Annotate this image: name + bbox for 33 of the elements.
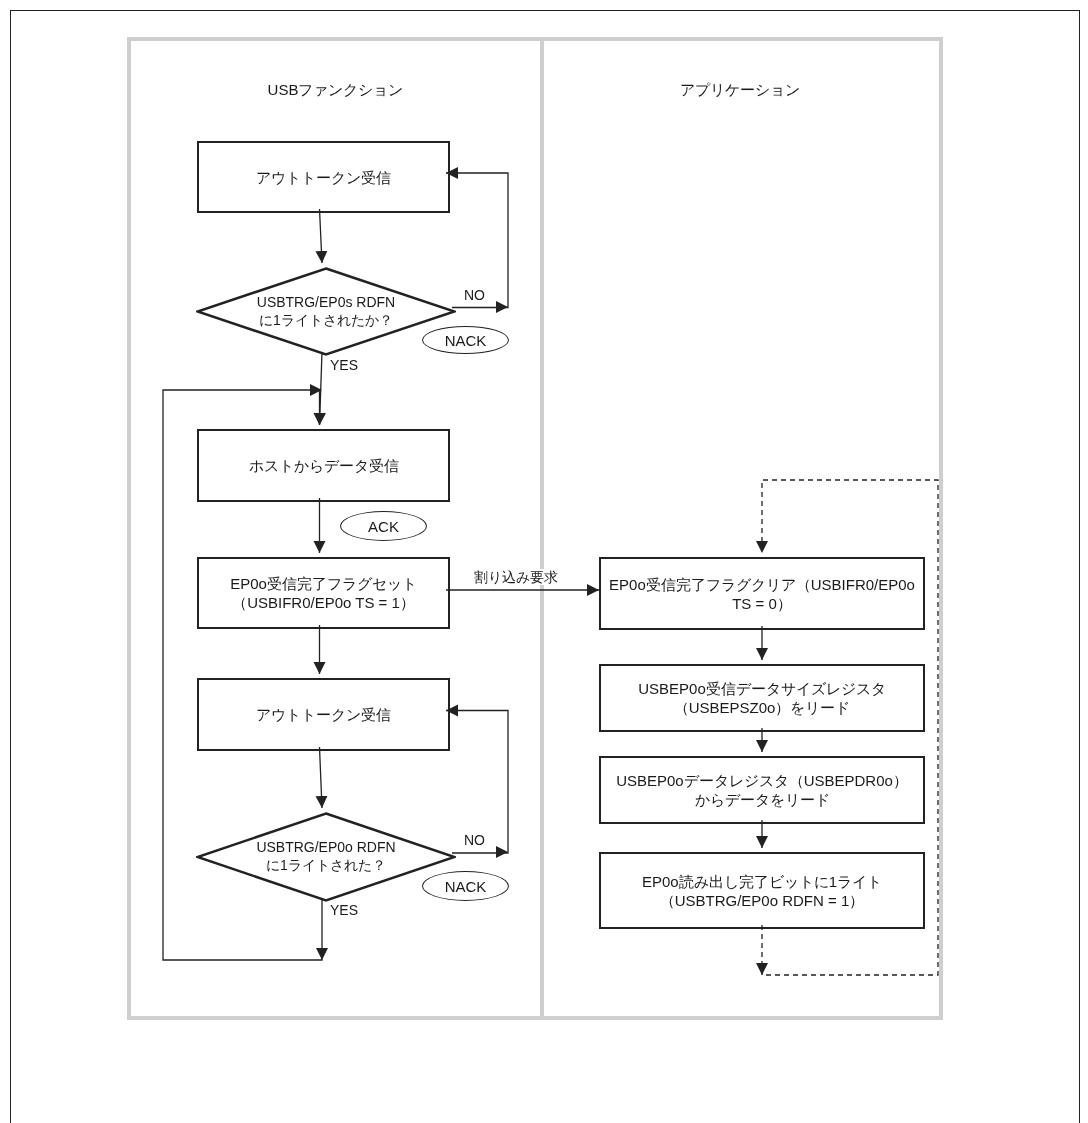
- arrow: [315, 208, 328, 264]
- arrow: [315, 746, 328, 809]
- arrow: [756, 625, 768, 661]
- lane-heading: USBファンクション: [266, 81, 405, 100]
- arrow: [162, 384, 328, 961]
- edge-label: 割り込み要求: [472, 569, 560, 585]
- arrow: [756, 727, 768, 753]
- handshake-oval: NACK: [422, 326, 509, 354]
- dashed-arrow: [756, 479, 939, 976]
- arrow: [445, 704, 509, 858]
- process-box: USBEP0oデータレジスタ（USBEPDR0o）からデータをリード: [599, 756, 925, 824]
- arrow: [756, 819, 768, 849]
- edge-label: YES: [328, 902, 360, 918]
- edge-label: NO: [462, 287, 487, 303]
- arrow: [445, 167, 509, 313]
- condition-text: USBTRG/EP0s RDFN に1ライトされたか？: [255, 292, 397, 329]
- arrow: [313, 497, 326, 554]
- arrow: [445, 584, 600, 596]
- process-box: ホストからデータ受信: [197, 429, 450, 502]
- edge-label: NO: [462, 832, 487, 848]
- arrow: [313, 624, 326, 675]
- process-box: EP0o受信完了フラグセット（USBIFR0/EP0o TS = 1）: [197, 557, 450, 629]
- handshake-oval: NACK: [422, 871, 509, 901]
- process-box: EP0o読み出し完了ビットに1ライト（USBTRG/EP0o RDFN = 1）: [599, 852, 925, 929]
- handshake-oval: ACK: [340, 511, 427, 541]
- condition-text: USBTRG/EP0o RDFN に1ライトされた？: [255, 838, 397, 874]
- lane-heading: アプリケーション: [678, 81, 801, 100]
- process-box: EP0o受信完了フラグクリア（USBIFR0/EP0o TS = 0）: [599, 557, 925, 630]
- process-box: アウトトークン受信: [197, 141, 450, 213]
- edge-label: YES: [328, 357, 360, 373]
- process-box: アウトトークン受信: [197, 678, 450, 751]
- process-box: USBEP0o受信データサイズレジスタ（USBEPSZ0o）をリード: [599, 664, 925, 732]
- swimlane: [127, 37, 544, 1020]
